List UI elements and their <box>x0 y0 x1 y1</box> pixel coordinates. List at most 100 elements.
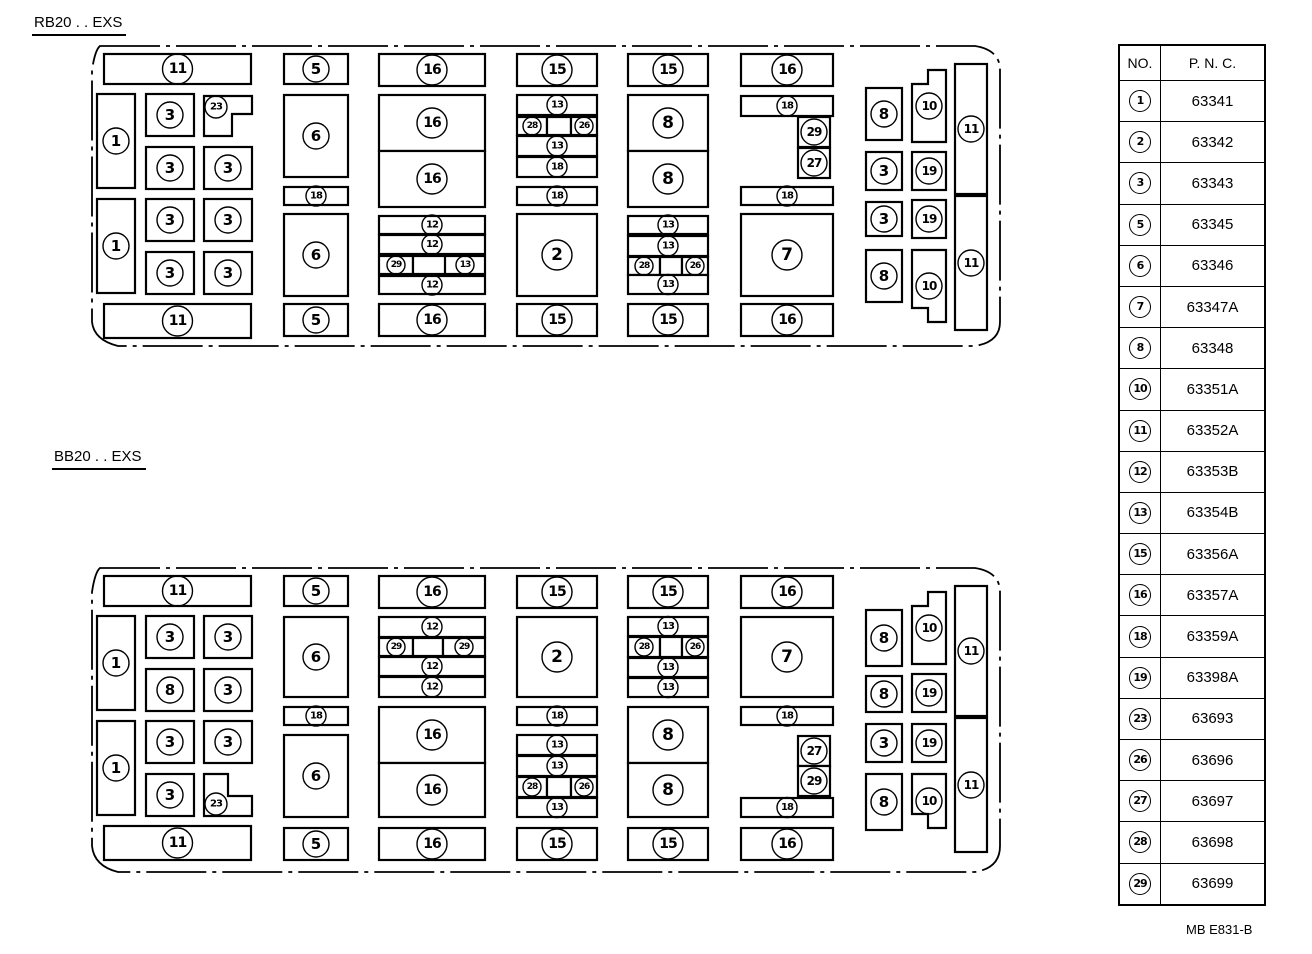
pnc-cell: 63354B <box>1160 491 1266 535</box>
part-number-label: 11 <box>169 313 187 329</box>
part-number-label: 26 <box>690 261 701 271</box>
part-number-label: 19 <box>922 736 937 750</box>
part-number-label: 13 <box>662 279 675 290</box>
fuse-cell-3: 3 <box>864 722 904 764</box>
fuse-cell-18: 18 <box>739 94 835 118</box>
fuse-cell-26: 26 <box>569 115 599 137</box>
fuse-cell-15: 15 <box>515 52 599 88</box>
part-number-label: 26 <box>579 782 590 792</box>
part-number-circle <box>541 576 573 608</box>
part-number-circle <box>546 156 568 178</box>
part-number-circle <box>957 249 985 277</box>
part-number-label: 2 <box>551 245 563 265</box>
fuse-cell-11: 11 <box>102 302 253 340</box>
part-number-circle <box>915 729 943 757</box>
part-number-circle <box>102 649 130 677</box>
fuse-cell-frame <box>626 574 710 610</box>
part-number-label: 1 <box>111 132 121 150</box>
fuse-cell-8: 8 <box>864 248 904 304</box>
fuse-cell-frame <box>202 667 254 713</box>
part-number-label: 16 <box>423 584 441 600</box>
part-number-circle <box>652 719 684 751</box>
fuse-cell-8: 8 <box>864 772 904 832</box>
fuse-cell-frame <box>796 115 832 149</box>
part-number-circle: 26 <box>1129 749 1151 772</box>
part-number-circle <box>102 754 130 782</box>
part-number-label: 15 <box>659 312 677 328</box>
fuse-cell-27: 27 <box>796 734 832 768</box>
fuse-cell-12: 12 <box>377 615 487 639</box>
part-number-cell: 28 <box>1118 821 1161 864</box>
fuse-cell-frame <box>102 302 253 340</box>
part-number-label: 18 <box>310 711 323 722</box>
fuse-cell-7: 7 <box>739 615 835 699</box>
part-number-label: 3 <box>223 681 233 699</box>
part-number-circle <box>771 828 803 860</box>
part-number-label: 13 <box>662 662 675 673</box>
fuse-cell-frame <box>377 705 487 765</box>
part-number-circle <box>156 101 184 129</box>
fuse-cell-frame <box>144 667 196 713</box>
fuse-cell-5: 5 <box>282 826 350 862</box>
part-number-circle <box>541 641 573 673</box>
part-number-circle <box>156 623 184 651</box>
part-number-label: 18 <box>781 101 794 112</box>
fuse-cell-16: 16 <box>377 149 487 209</box>
fuse-cell-blank <box>545 115 573 137</box>
fuse-cell-13: 13 <box>443 254 487 276</box>
part-number-circle <box>302 306 330 334</box>
fuse-cell-frame <box>910 772 948 830</box>
part-number-label: 3 <box>879 210 889 228</box>
fuse-cell-3: 3 <box>202 250 254 296</box>
part-number-label: 18 <box>310 191 323 202</box>
fuse-cell-frame <box>144 250 196 296</box>
fuse-cell-frame <box>202 197 254 243</box>
part-number-cell: 2 <box>1118 121 1161 164</box>
fuse-cell-13: 13 <box>515 754 599 778</box>
fuse-cell-16: 16 <box>377 93 487 153</box>
fuse-cell-frame <box>282 574 350 608</box>
fuse-cell-frame <box>144 145 196 191</box>
fuse-cell-frame <box>739 52 835 88</box>
part-number-label: 18 <box>551 162 564 173</box>
part-number-label: 11 <box>964 122 979 136</box>
part-number-circle <box>915 679 943 707</box>
fuse-cell-frame <box>626 761 710 819</box>
part-number-label: 16 <box>778 62 796 78</box>
part-number-circle <box>305 185 327 207</box>
part-number-cell: 6 <box>1118 244 1161 287</box>
part-number-label: 16 <box>423 782 441 798</box>
fuse-cell-28: 28 <box>515 115 549 137</box>
part-number-circle <box>302 122 330 150</box>
pnc-cell: 63698 <box>1160 821 1266 864</box>
part-number-label: 10 <box>922 794 937 808</box>
part-number-circle: 8 <box>1129 337 1151 360</box>
part-number-circle: 16 <box>1129 584 1151 607</box>
part-number-circle <box>156 259 184 287</box>
pnc-cell: 63345 <box>1160 203 1266 246</box>
part-number-label: 15 <box>659 584 677 600</box>
part-number-circle: 3 <box>1129 172 1151 195</box>
pnc-cell: 63347A <box>1160 285 1266 329</box>
part-number-label: 16 <box>423 727 441 743</box>
part-number-circle <box>302 241 330 269</box>
part-number-circle <box>870 729 898 757</box>
part-number-circle <box>156 728 184 756</box>
part-number-label: 15 <box>548 836 566 852</box>
fuse-cell-5: 5 <box>282 574 350 608</box>
fuse-cell-frame <box>282 705 350 727</box>
layout-title-bottom-text: BB20 . . EXS <box>54 448 142 465</box>
part-number-circle <box>421 274 443 296</box>
part-number-circle <box>915 614 943 642</box>
fuse-cell-frame <box>910 68 948 144</box>
fuse-cell-29: 29 <box>377 254 415 276</box>
pnc-cell: 63699 <box>1160 862 1266 906</box>
fuse-cell-frame <box>864 248 904 304</box>
fuse-cell-18: 18 <box>739 796 835 819</box>
fuse-cell-frame <box>377 761 487 819</box>
